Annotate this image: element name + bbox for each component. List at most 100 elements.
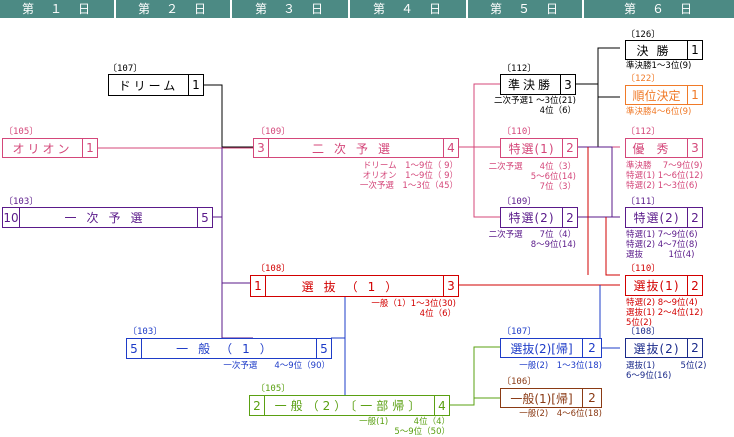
race-entries-ippan2: 2	[250, 396, 265, 415]
line-junkessho-to-kessho	[575, 47, 620, 85]
race-seat-d6-senbatsu2: 2	[687, 339, 702, 357]
race-code-105-orion: 〔105〕	[4, 127, 39, 137]
race-code-103-ippan: 〔103〕	[128, 327, 163, 337]
race-name-niji: 二次予選	[311, 141, 400, 156]
race-seat-senbatsu: 3	[443, 276, 458, 296]
race-code-107-dream: 〔107〕	[108, 64, 143, 74]
race-name-d6-senbatsu2: 選抜(2)	[633, 341, 680, 356]
race-code-105-ippan2: 〔105〕	[256, 384, 291, 394]
day-header-2: 第 ２ 日	[116, 0, 230, 18]
note-d6-senbatsu2-entrants: 選抜(1) 5位(2) 6～9位(16)	[626, 361, 707, 381]
race-entries-niji: 3	[254, 139, 269, 157]
day-header-5: 第 ５ 日	[468, 0, 582, 18]
race-name-ippan1ki: 一般(1)[帰]	[510, 391, 573, 406]
race-name-senbatsu2ki: 選抜(2)[帰]	[510, 341, 573, 356]
line-ichiji-to-senbatsu	[221, 217, 250, 284]
line-niji-to-junkessho	[473, 83, 500, 147]
race-code-126-kessho: 〔126〕	[626, 30, 661, 40]
note-ippan1-entrants: 一次予選 4～9位（90）	[223, 361, 330, 371]
race-box-juni-kettei[interactable]: 順位決定 1	[625, 85, 703, 105]
race-entries-ichiji: 10	[3, 208, 20, 227]
race-box-junkessho[interactable]: 準決勝 3	[500, 74, 576, 95]
race-code-106-ippan1ki: 〔106〕	[502, 377, 537, 387]
line-tokusen1-to-d6-tokusen2	[578, 146, 620, 218]
race-seat-tokusen2: 2	[562, 208, 577, 227]
race-code-110-tokusen1: 〔110〕	[502, 127, 537, 137]
race-box-ippan-1[interactable]: 5 一般（1） 5	[126, 338, 332, 359]
race-box-senbatsu-1[interactable]: 1 選抜（1） 3	[250, 275, 459, 297]
day-header-3: 第 ３ 日	[232, 0, 348, 18]
race-seat-orion: 1	[82, 139, 97, 157]
note-senbatsu-entrants: 一般（1）1～3位(30) 4位（6）	[371, 299, 456, 319]
race-name-ippan1: 一般（1）	[176, 342, 282, 356]
note-juni-entrants: 準決勝4～6位(9)	[626, 107, 692, 117]
note-yushu-entrants: 準決勝 7～9位(9) 特選(1) 1～6位(12) 特選(2) 1～3位(6)	[626, 161, 704, 191]
race-code-103-ichiji: 〔103〕	[4, 197, 39, 207]
race-box-ippan-1-ki[interactable]: 一般(1)[帰] 2	[500, 388, 602, 408]
race-seat-senbatsu2ki: 2	[582, 339, 601, 357]
note-ippan2-entrants: 一般(1) 4位（4） 5～9位（50）	[359, 417, 450, 437]
race-box-orion[interactable]: オリオン 1	[2, 138, 98, 158]
race-name-tokusen2: 特選(2)	[508, 211, 555, 225]
race-box-d6-senbatsu-1[interactable]: 選抜(1) 2	[625, 275, 703, 296]
race-seat-d6-tokusen2: 2	[687, 208, 702, 227]
note-tokusen2-entrants: 二次予選 7位（4） 8～9位(14)	[488, 230, 576, 250]
day-header-1: 第 １ 日	[0, 0, 114, 18]
race-seat-ichiji: 5	[197, 208, 212, 227]
note-d6-senbatsu1-entrants: 特選(2) 8～9位(4) 選抜(1) 2～4位(12) 5位(2)	[626, 298, 704, 328]
race-code-110-senbatsu1: 〔110〕	[626, 264, 661, 274]
note-kessho-entrants: 準決勝1～3位(9)	[626, 61, 692, 71]
race-box-d6-senbatsu-2[interactable]: 選抜(2) 2	[625, 338, 703, 358]
race-code-109-tokusen2: 〔109〕	[502, 197, 537, 207]
race-name-orion: オリオン	[12, 141, 73, 156]
line-ichiji-to-ippan1	[221, 147, 253, 339]
line-senbatsu1-to-senbatsu2	[599, 285, 620, 349]
race-name-juni: 順位決定	[632, 88, 681, 103]
race-seat-ippan2: 4	[434, 396, 449, 415]
race-seat-yushu: 3	[687, 139, 702, 157]
race-name-ichiji: 一次予選	[64, 211, 153, 225]
race-seat-tokusen1: 2	[562, 139, 577, 157]
line-niji-to-tokusen2	[473, 147, 500, 218]
race-seat-ippan1: 5	[316, 339, 331, 358]
note-d6-tokusen2-entrants: 特選(1) 7～9位(6) 特選(2) 4～7位(8) 選抜 1位(4)	[626, 230, 698, 260]
race-box-dream[interactable]: ドリーム 1	[108, 74, 204, 96]
race-entries-senbatsu: 1	[251, 276, 266, 296]
race-box-kessho[interactable]: 決勝 1	[625, 40, 703, 60]
note-niji-entrants: ドリーム 1～9位（ 9） オリオン 1～9位（ 9） 一次予選 1～3位（45…	[359, 161, 458, 191]
race-code-122-juni: 〔122〕	[626, 74, 661, 84]
race-box-niji-yosen[interactable]: 3 二次予選 4	[253, 138, 459, 158]
race-seat-juni: 1	[687, 86, 702, 104]
race-name-d6-senbatsu1: 選抜(1)	[633, 279, 680, 293]
race-box-d6-tokusen-2[interactable]: 特選(2) 2	[625, 207, 703, 228]
race-name-yushu: 優秀	[632, 141, 681, 156]
race-name-junkessho: 準決勝	[507, 78, 553, 92]
line-junkessho-to-juni	[597, 84, 620, 98]
race-code-111-tokusen2: 〔111〕	[626, 197, 661, 207]
race-code-108-senbatsu2: 〔108〕	[626, 327, 661, 337]
race-name-kessho: 決勝	[636, 43, 677, 58]
line-junkessho-to-yushu	[597, 84, 620, 148]
race-seat-kessho: 1	[687, 41, 702, 59]
race-code-108-senbatsu: 〔108〕	[256, 264, 291, 274]
race-box-tokusen-2[interactable]: 特選(2) 2	[500, 207, 578, 228]
race-name-d6-tokusen2: 特選(2)	[633, 211, 680, 225]
race-code-109-niji: 〔109〕	[256, 127, 291, 137]
race-code-112-yushu: 〔112〕	[626, 127, 661, 137]
line-ippan2-to-senbatsu2ki	[450, 346, 500, 406]
race-box-ippan-2-ichibuki[interactable]: 2 一般（2）〔一部帰〕 4	[249, 395, 450, 416]
race-entries-ippan1: 5	[127, 339, 142, 358]
race-seat-ippan1ki: 2	[582, 389, 601, 407]
race-name-ippan2: 一般（2）〔一部帰〕	[274, 399, 425, 413]
race-box-ichiji-yosen[interactable]: 10 一次予選 5	[2, 207, 213, 228]
race-box-yushu[interactable]: 優秀 3	[625, 138, 703, 158]
race-name-tokusen1: 特選(1)	[508, 141, 555, 156]
race-box-tokusen-1[interactable]: 特選(1) 2	[500, 138, 578, 158]
note-tokusen1-entrants: 二次予選 4位（3） 5～6位(14) 7位（3）	[488, 162, 576, 192]
day-header-6: 第 ６ 日	[584, 0, 734, 18]
race-box-senbatsu-2-ki[interactable]: 選抜(2)[帰] 2	[500, 338, 602, 358]
race-code-107-senbatsu2ki: 〔107〕	[502, 327, 537, 337]
day-header-4: 第 ４ 日	[350, 0, 466, 18]
line-tokusen2-to-yushu	[578, 147, 589, 218]
